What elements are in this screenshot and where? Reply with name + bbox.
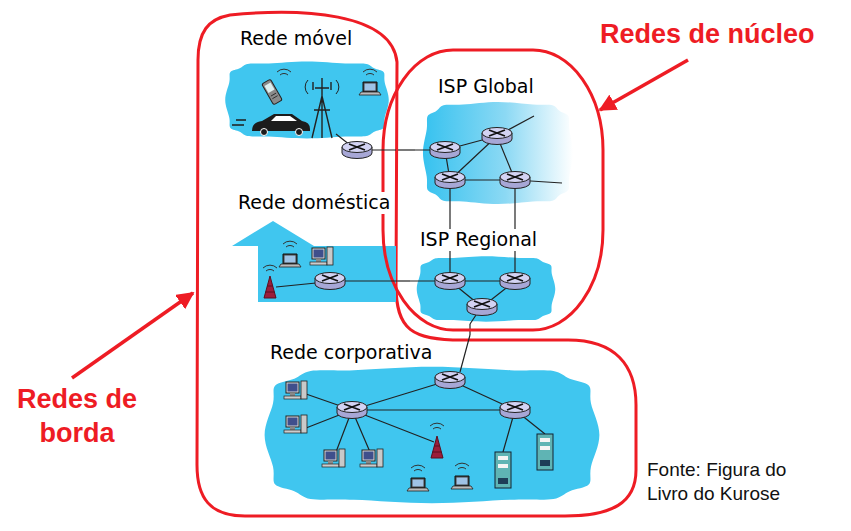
callout-arrow [600, 60, 688, 110]
network-link [514, 208, 515, 228]
region-callout: Redes de borda [5, 383, 149, 451]
network-cloud: Rede móvel [220, 25, 396, 160]
network-label: ISP Global [436, 76, 536, 98]
region-outline [197, 12, 636, 516]
edge-network-region: Redes de bordaRede móvelRede domésticaRe… [195, 10, 640, 522]
router-symbol [342, 142, 372, 159]
shape-group [383, 50, 603, 330]
network-cloud: Rede corporativa [255, 335, 610, 510]
network-link [396, 149, 415, 150]
callout-arrow [72, 293, 193, 378]
shape-group [225, 62, 389, 139]
shape-group [417, 256, 556, 321]
network-label: Rede móvel [238, 28, 354, 50]
cloud-outline [265, 367, 600, 504]
label-holder: Fonte: Figura do Livro do Kurose [645, 458, 827, 506]
house-outline [232, 221, 396, 302]
shape-group [423, 102, 573, 204]
home-network: Rede doméstica [228, 190, 398, 304]
core-network-region: Redes de núcleoISP GlobalISP Regional [383, 48, 603, 330]
region-outline [383, 50, 603, 330]
shape-group [232, 221, 396, 302]
network-link [398, 280, 410, 281]
isp-cloud: ISP Global [415, 76, 580, 208]
isp-cloud: ISP Regional [410, 228, 570, 324]
cloud-outline [417, 256, 556, 321]
shape-group [265, 367, 600, 504]
network-label: Rede corporativa [268, 342, 434, 364]
network-link [449, 208, 450, 228]
shape-group [197, 12, 636, 516]
network-label: Rede doméstica [236, 192, 392, 214]
region-callout: Redes de núcleo [598, 18, 817, 52]
cloud-outline [423, 102, 573, 204]
network-label: ISP Regional [418, 229, 539, 251]
source-note: Fonte: Figura do Livro do Kurose [645, 458, 827, 506]
cloud-outline [225, 62, 389, 139]
